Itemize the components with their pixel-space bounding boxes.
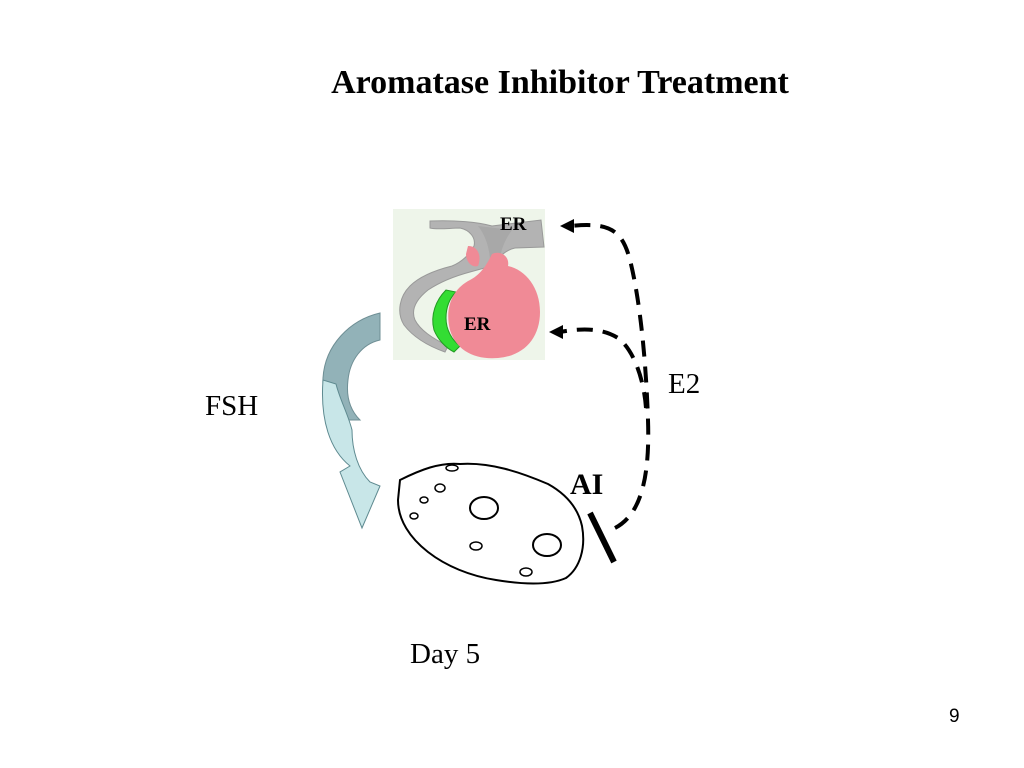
e2-feedback-to-hypothalamus xyxy=(569,223,651,530)
follicle-small-1 xyxy=(434,483,446,493)
follicle-large xyxy=(469,496,499,520)
day-label: Day 5 xyxy=(410,638,481,670)
er-label-hypothalamus: ER xyxy=(500,214,527,235)
pituitary-small-lobe xyxy=(466,246,480,267)
er-label-pituitary: ER xyxy=(464,314,491,335)
follicle-small-2 xyxy=(419,496,429,504)
e2-label: E2 xyxy=(668,368,701,400)
follicle-small-5 xyxy=(519,567,533,577)
arrowhead-mid xyxy=(549,325,563,339)
slide-title: Aromatase Inhibitor Treatment xyxy=(331,64,789,101)
ai-label: AI xyxy=(570,468,604,501)
arrowhead-top xyxy=(560,219,574,233)
ovary-outline xyxy=(396,462,585,585)
fsh-label: FSH xyxy=(205,390,259,422)
follicle-small-3 xyxy=(409,512,419,520)
fsh-arrow-light xyxy=(321,379,381,530)
follicle-medium xyxy=(532,533,562,557)
hypothalamus-stalk xyxy=(478,226,512,262)
follicle-small-4 xyxy=(469,541,483,551)
pituitary-shape xyxy=(448,252,540,359)
ai-blocking-bar xyxy=(587,511,617,564)
follicle-small-6 xyxy=(445,464,459,472)
e2-feedback-to-pituitary xyxy=(559,327,648,409)
page-number: 9 xyxy=(949,706,960,727)
